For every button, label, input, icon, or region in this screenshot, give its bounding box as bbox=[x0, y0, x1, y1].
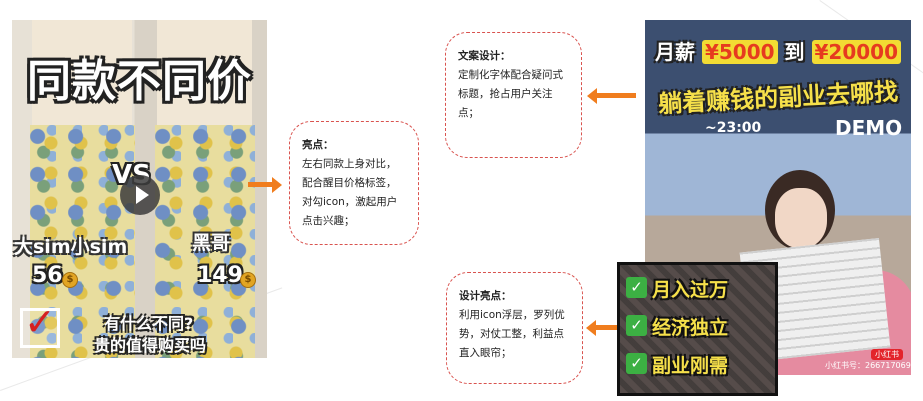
highlight-card: 亮点： 左右同款上身对比，配合醒目价格标签，对勾icon，激起用户点击兴趣； bbox=[289, 121, 419, 245]
design-highlight-card-body: 利用icon浮层，罗列优势，对仗工整，利益点直入眼帘； bbox=[459, 309, 565, 359]
salary-title-prefix: 月薪 bbox=[655, 40, 695, 64]
design-highlight-card-heading: 设计亮点： bbox=[459, 290, 512, 302]
check-icon: ✓ bbox=[626, 315, 647, 336]
left-thumbnail[interactable]: 同款不同价 VS 大sim小sim 黑哥 56 $ 149 $ ✓ 有什么不同?… bbox=[12, 20, 267, 358]
arrow-left-head bbox=[587, 88, 597, 104]
copy-design-card-body: 定制化字体配合疑问式标题，抢占用户关注点； bbox=[458, 69, 563, 119]
copy-design-card: 文案设计： 定制化字体配合疑问式标题，抢占用户关注点； bbox=[445, 32, 582, 158]
subtitle: 躺着赚钱的副业去哪找 bbox=[657, 77, 899, 119]
coin-icon: $ bbox=[62, 272, 78, 288]
benefit-text: 副业刚需 bbox=[652, 355, 729, 377]
right-model-name: 黑哥 bbox=[192, 232, 231, 254]
person-face bbox=[775, 188, 827, 248]
right-price: 149 bbox=[197, 263, 243, 288]
store-name: DEMO bbox=[835, 116, 903, 140]
check-icon: ✓ bbox=[626, 277, 647, 298]
arrow-left bbox=[596, 93, 636, 98]
store-hours: ~23:00 bbox=[705, 120, 762, 136]
design-highlight-card: 设计亮点： 利用icon浮层，罗列优势，对仗工整，利益点直入眼帘； bbox=[446, 272, 583, 384]
salary-title: 月薪 ¥5000 到 ¥20000 bbox=[645, 36, 911, 65]
thumbnail-title: 同款不同价 bbox=[27, 56, 252, 107]
salary-to: 到 bbox=[784, 40, 805, 64]
coin-icon: $ bbox=[240, 272, 256, 288]
question-line-1: 有什么不同? bbox=[104, 314, 194, 333]
shirt-right bbox=[157, 20, 252, 130]
left-model-name: 大sim小sim bbox=[14, 236, 128, 258]
highlight-card-body: 左右同款上身对比，配合醒目价格标签，对勾icon，激起用户点击兴趣； bbox=[302, 158, 398, 227]
question-line-2: 贵的值得购买吗 bbox=[94, 336, 207, 355]
shirt-left bbox=[32, 20, 132, 130]
watermark: 小红书号：266717069 bbox=[825, 361, 911, 370]
benefit-text: 经济独立 bbox=[652, 317, 729, 339]
copy-design-card-heading: 文案设计： bbox=[458, 50, 511, 62]
right-thumbnail[interactable]: 月薪 ¥5000 到 ¥20000 躺着赚钱的副业去哪找 ~23:00 DEMO… bbox=[645, 20, 911, 375]
left-price: 56 bbox=[32, 263, 63, 288]
salary-low: ¥5000 bbox=[701, 40, 778, 64]
play-icon bbox=[136, 186, 149, 204]
salary-high: ¥20000 bbox=[811, 40, 901, 64]
benefit-text: 月入过万 bbox=[652, 279, 729, 301]
badge: 小红书 bbox=[871, 342, 903, 361]
checkmark-icon: ✓ bbox=[24, 300, 56, 344]
arrow-right bbox=[248, 182, 274, 187]
skirt-right bbox=[155, 125, 255, 358]
highlight-card-heading: 亮点： bbox=[302, 139, 334, 151]
benefits-overlay: ✓ 月入过万 ✓ 经济独立 ✓ 副业刚需 bbox=[617, 262, 778, 396]
skirt-left bbox=[30, 125, 135, 358]
arrow-right-head bbox=[272, 177, 282, 193]
arrow-left bbox=[595, 325, 617, 330]
checkbox-icon bbox=[20, 308, 60, 348]
check-icon: ✓ bbox=[626, 353, 647, 374]
arrow-left-head bbox=[586, 320, 596, 336]
